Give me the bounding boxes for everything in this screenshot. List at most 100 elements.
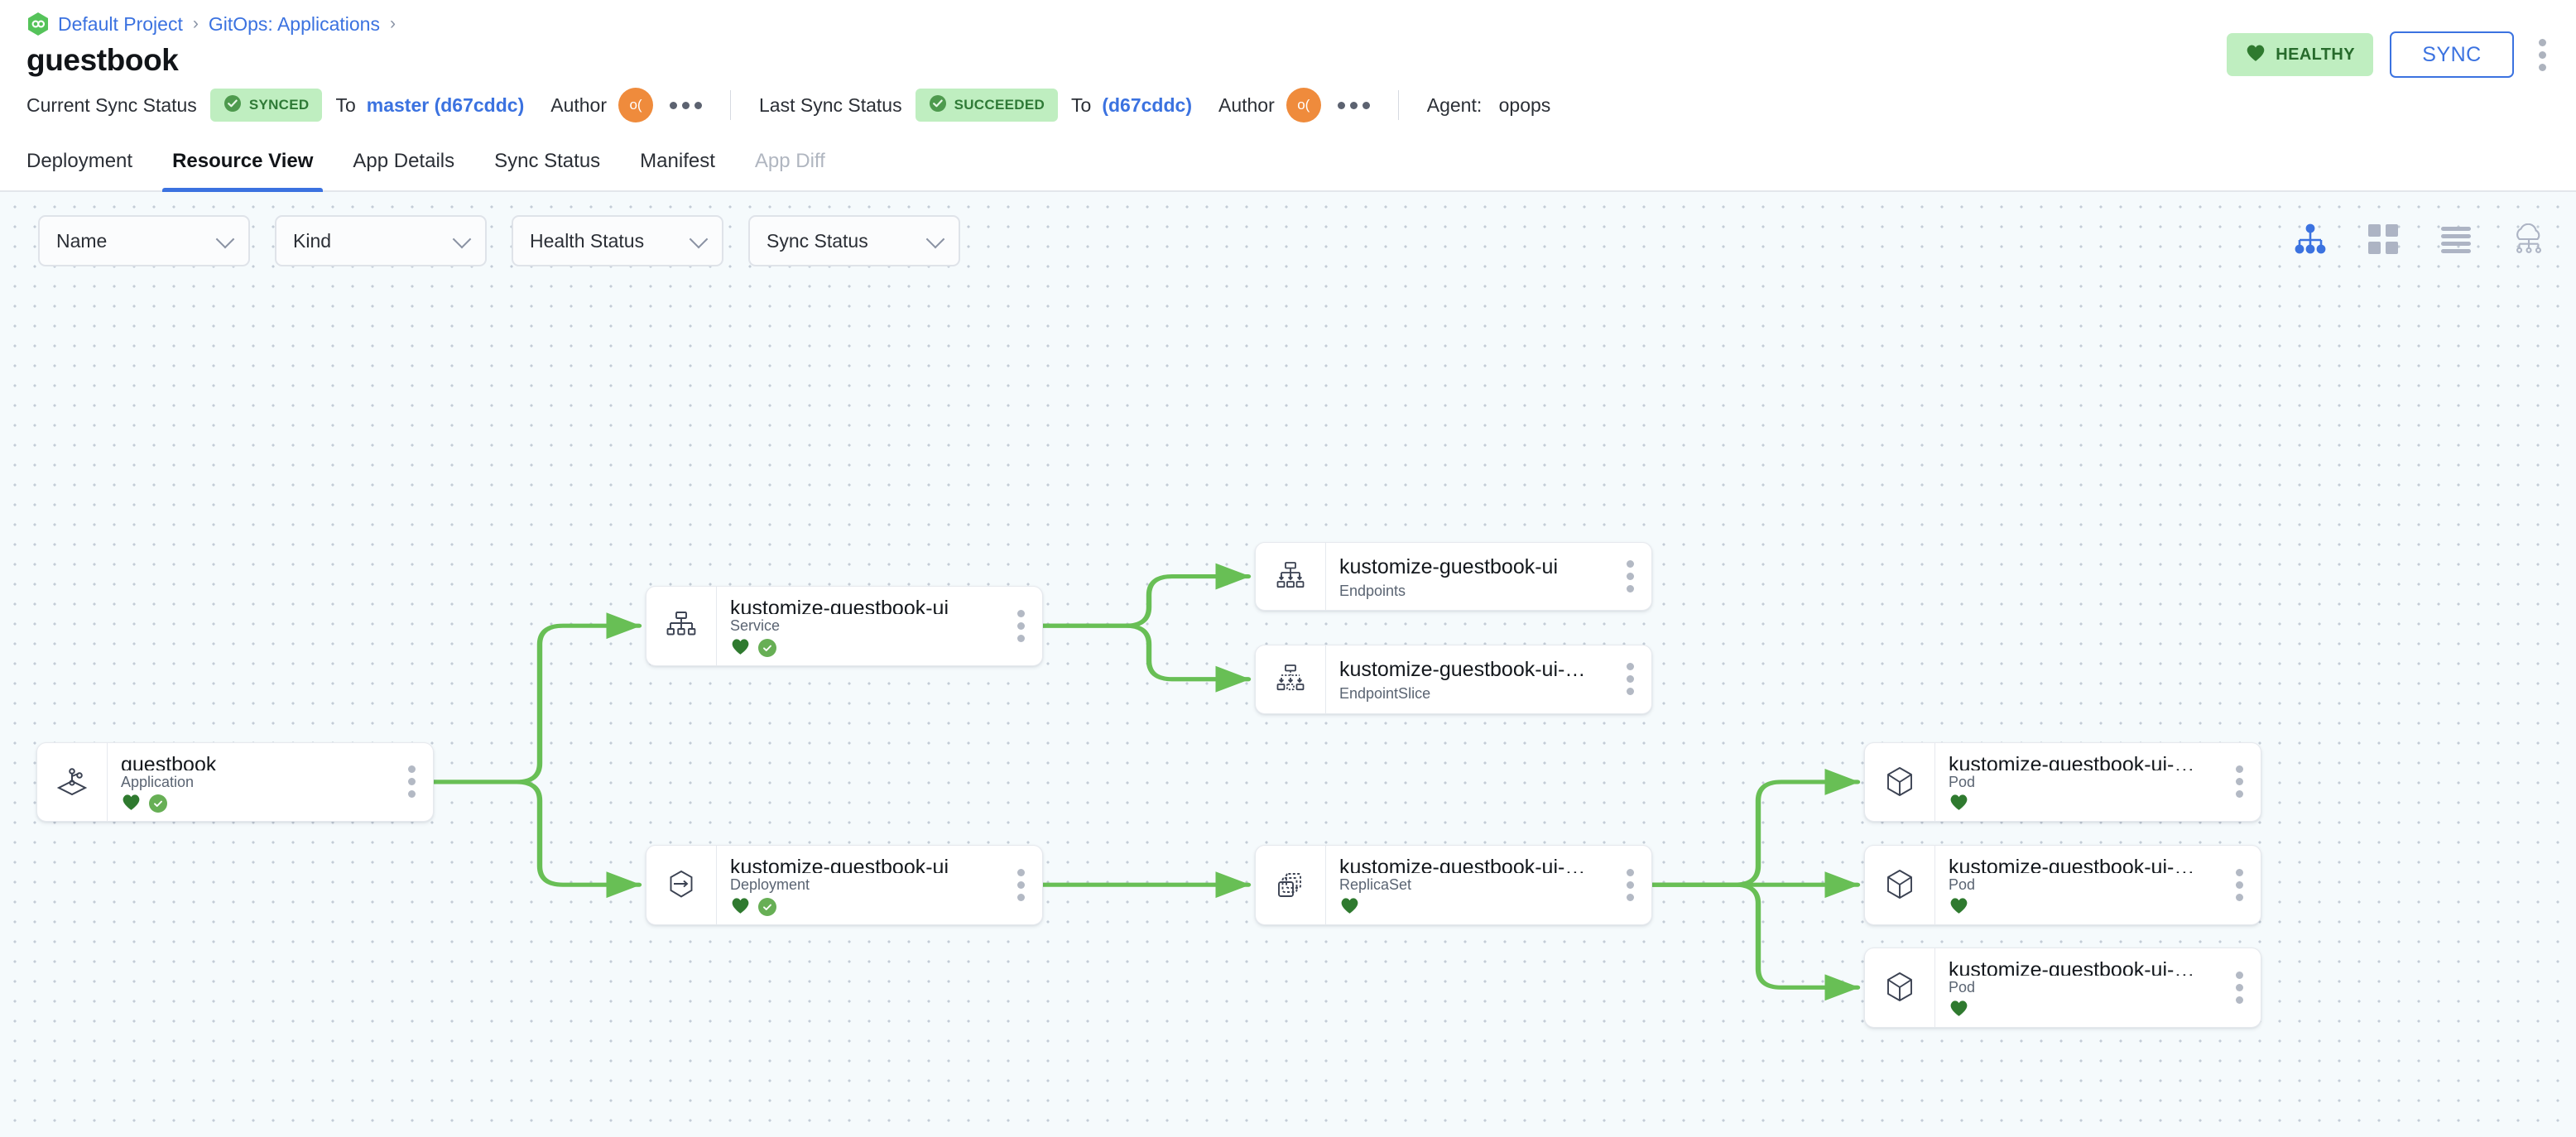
- graph-node-pod-3[interactable]: kustomize-guestbook-ui-… Pod: [1864, 947, 2261, 1028]
- filter-kind-dropdown[interactable]: Kind: [275, 215, 487, 266]
- current-sync-overflow-icon[interactable]: [670, 101, 702, 109]
- node-name: kustomize-guestbook-ui-…: [1949, 752, 2195, 770]
- last-sync-status-text: SUCCEEDED: [954, 97, 1045, 113]
- node-kind: Pod: [1949, 773, 1976, 790]
- node-kind: Pod: [1949, 876, 1976, 893]
- node-kind: Application: [121, 773, 195, 790]
- breadcrumb-separator: ›: [192, 14, 199, 33]
- breadcrumb-link-gitops-applications[interactable]: GitOps: Applications: [208, 12, 380, 35]
- graph-node-endpointslice[interactable]: kustomize-guestbook-ui-… EndpointSlice: [1255, 644, 1652, 714]
- node-overflow-menu-icon[interactable]: [999, 846, 1042, 924]
- node-kind: ReplicaSet: [1339, 876, 1412, 893]
- tab-app-details[interactable]: App Details: [353, 150, 455, 172]
- breadcrumb-link-default-project[interactable]: Default Project: [58, 12, 183, 35]
- filter-kind-label: Kind: [293, 229, 332, 252]
- node-overflow-menu-icon[interactable]: [2218, 743, 2261, 822]
- filter-name-label: Name: [56, 229, 108, 252]
- current-revision-link[interactable]: master (d67cddc): [366, 94, 525, 116]
- breadcrumb-separator-2: ›: [389, 14, 396, 33]
- node-content: kustomize-guestbook-ui Service: [716, 586, 999, 665]
- heart-icon: [730, 895, 751, 919]
- page-title: guestbook: [26, 43, 179, 77]
- network-view-icon[interactable]: [2511, 222, 2546, 257]
- check-circle-icon-2: [929, 94, 947, 117]
- breadcrumb: Default Project › GitOps: Applications ›: [26, 0, 2550, 38]
- node-name: kustomize-guestbook-ui-…: [1339, 855, 1586, 873]
- pod-icon: [1865, 948, 1934, 1027]
- health-status-badge: HEALTHY: [2227, 33, 2373, 76]
- node-overflow-menu-icon[interactable]: [1608, 645, 1651, 713]
- graph-node-replicaset[interactable]: kustomize-guestbook-ui-… ReplicaSet: [1255, 844, 1652, 925]
- pod-icon: [1865, 743, 1934, 822]
- node-overflow-menu-icon[interactable]: [1608, 543, 1651, 611]
- node-name: guestbook: [121, 752, 217, 770]
- filter-sync-status-dropdown[interactable]: Sync Status: [748, 215, 960, 266]
- filter-name-dropdown[interactable]: Name: [38, 215, 250, 266]
- filter-health-status-label: Health Status: [530, 229, 645, 252]
- node-kind: Deployment: [730, 876, 810, 893]
- node-name: kustomize-guestbook-ui: [1339, 554, 1559, 578]
- last-author-avatar: o(: [1286, 88, 1321, 122]
- header-overflow-menu-icon[interactable]: [2530, 36, 2554, 74]
- node-overflow-menu-icon[interactable]: [2218, 846, 2261, 924]
- graph-node-pod-1[interactable]: kustomize-guestbook-ui-… Pod: [1864, 741, 2261, 823]
- node-overflow-menu-icon[interactable]: [999, 587, 1042, 665]
- node-status-icons: [730, 895, 999, 919]
- node-status-icons: [1339, 897, 1608, 916]
- node-content: kustomize-guestbook-ui-… Pod: [1934, 742, 2218, 822]
- agent-value: opops: [1498, 94, 1551, 116]
- grid-view-icon[interactable]: [2366, 222, 2401, 257]
- resource-graph-canvas[interactable]: Name Kind Health Status Sync Status: [0, 192, 2576, 1137]
- node-name: kustomize-guestbook-ui: [730, 596, 949, 614]
- tab-resource-view[interactable]: Resource View: [152, 132, 333, 192]
- filter-bar: Name Kind Health Status Sync Status: [38, 215, 960, 266]
- graph-node-pod-2[interactable]: kustomize-guestbook-ui-… Pod: [1864, 844, 2261, 925]
- node-kind: Endpoints: [1339, 582, 1406, 599]
- graph-node-deployment[interactable]: kustomize-guestbook-ui Deployment: [646, 844, 1043, 925]
- node-overflow-menu-icon[interactable]: [1608, 846, 1651, 924]
- node-overflow-menu-icon[interactable]: [390, 743, 433, 822]
- list-view-icon[interactable]: [2439, 222, 2473, 257]
- heart-icon: [1949, 998, 1969, 1021]
- graph-node-application[interactable]: guestbook Application: [36, 741, 434, 823]
- check-circle-icon: [223, 94, 242, 117]
- sync-button[interactable]: SYNC: [2390, 31, 2514, 78]
- heart-icon: [1949, 792, 1969, 815]
- node-content: kustomize-guestbook-ui Deployment: [716, 845, 999, 924]
- tab-deployment[interactable]: Deployment: [26, 150, 133, 172]
- chevron-down-icon: [925, 229, 945, 249]
- filter-health-status-dropdown[interactable]: Health Status: [512, 215, 723, 266]
- synced-check-icon: [758, 638, 776, 657]
- node-status-icons: [1949, 897, 2218, 916]
- node-content: kustomize-guestbook-ui-… EndpointSlice: [1325, 645, 1608, 713]
- node-kind: Pod: [1949, 979, 1976, 996]
- node-overflow-menu-icon[interactable]: [2218, 948, 2261, 1027]
- synced-check-icon: [149, 794, 167, 813]
- heart-icon: [730, 636, 751, 660]
- node-status-icons: [1949, 1000, 2218, 1019]
- node-name: kustomize-guestbook-ui-…: [1949, 957, 2195, 976]
- service-icon: [646, 587, 716, 665]
- graph-node-endpoints[interactable]: kustomize-guestbook-ui Endpoints: [1255, 541, 1652, 612]
- current-sync-status-text: SYNCED: [248, 97, 310, 113]
- status-divider-1: [730, 90, 731, 120]
- node-kind: EndpointSlice: [1339, 684, 1431, 702]
- graph-node-service[interactable]: kustomize-guestbook-ui Service: [646, 585, 1043, 666]
- tree-view-icon[interactable]: [2293, 222, 2328, 257]
- node-content: kustomize-guestbook-ui-… Pod: [1934, 845, 2218, 924]
- node-content: kustomize-guestbook-ui-… ReplicaSet: [1325, 845, 1608, 924]
- node-name: kustomize-guestbook-ui-…: [1339, 658, 1586, 682]
- node-status-icons: [730, 636, 999, 660]
- node-status-icons: [1949, 794, 2218, 813]
- current-author-label: Author: [550, 94, 607, 116]
- tab-sync-status[interactable]: Sync Status: [494, 150, 601, 172]
- heart-icon: [2245, 42, 2266, 67]
- last-sync-status-label: Last Sync Status: [759, 94, 902, 116]
- last-revision-link[interactable]: (d67cddc): [1102, 94, 1192, 116]
- page-header: Default Project › GitOps: Applications ›…: [0, 0, 2576, 78]
- last-sync-overflow-icon[interactable]: [1337, 101, 1370, 109]
- node-kind: Service: [730, 616, 781, 634]
- node-name: kustomize-guestbook-ui-…: [1949, 855, 2195, 873]
- tab-manifest[interactable]: Manifest: [640, 150, 715, 172]
